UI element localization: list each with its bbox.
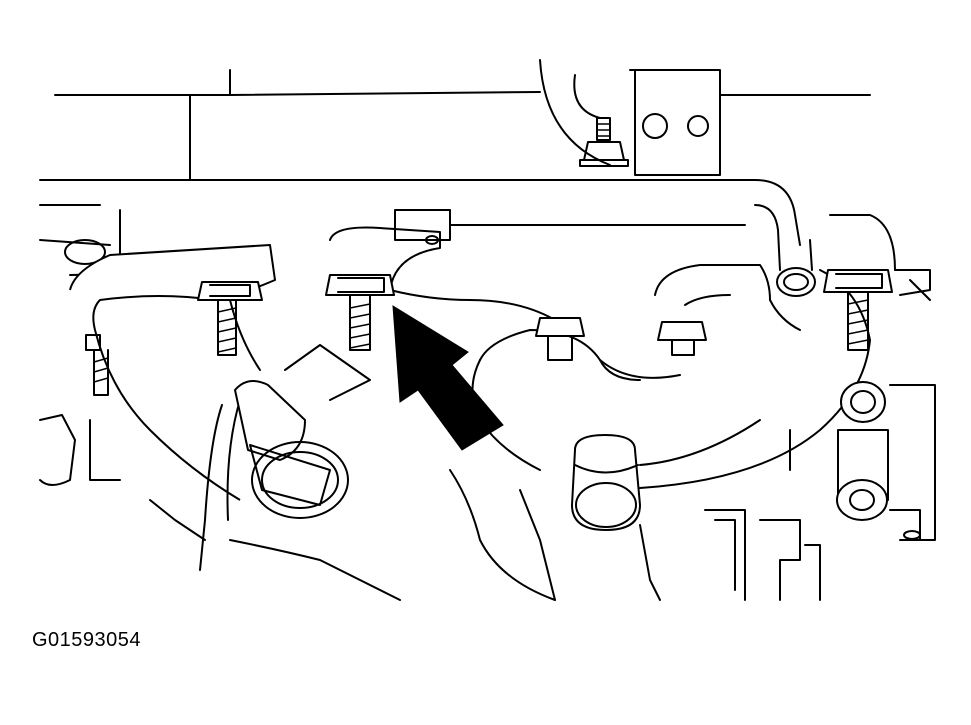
- right-side-spacer: [836, 381, 936, 541]
- coolant-pipe: [754, 204, 816, 297]
- manifold-bolt-left-edge: [85, 334, 109, 396]
- manifold-bolt-1: [197, 281, 263, 356]
- manifold-bolt-5: [823, 269, 893, 351]
- figure-id-label: G01593054: [32, 629, 142, 651]
- oxygen-sensor: [199, 344, 371, 571]
- exhaust-outlet-stub: [571, 434, 641, 531]
- callout-arrow-icon: [392, 305, 504, 451]
- manifold-bolt-3: [535, 317, 585, 361]
- upper-stud-bolt: [579, 117, 629, 167]
- exhaust-manifold: [69, 226, 871, 501]
- manifold-bolt-2: [325, 274, 395, 351]
- lower-engine-outline: [39, 414, 821, 601]
- engine-block-outline: [39, 59, 871, 246]
- manifold-bolt-4: [657, 321, 707, 356]
